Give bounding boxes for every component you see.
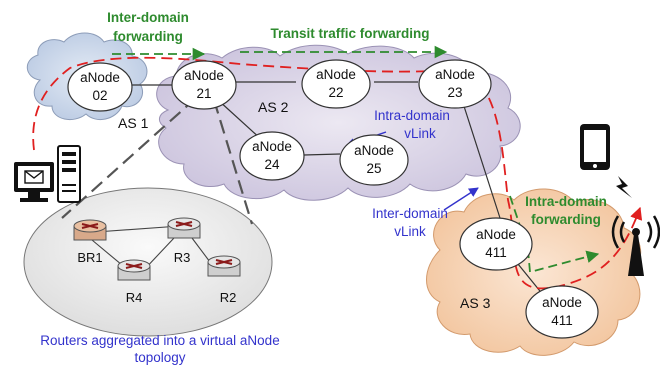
router-r4-label: R4 [126, 290, 143, 305]
computer-icon [14, 145, 81, 203]
router-icon [73, 219, 107, 241]
router-r3-label: R3 [174, 250, 191, 265]
anode-21-line1: aNode [184, 68, 224, 83]
smartphone-icon [580, 124, 610, 170]
router-r4[interactable]: R4 [117, 259, 151, 305]
anode-22-line2: 22 [328, 85, 343, 100]
router-r2[interactable]: R2 [207, 255, 241, 305]
anode-411-upper[interactable]: aNode 411 [459, 217, 533, 271]
anode-23[interactable]: aNode 23 [418, 59, 492, 109]
as3-label: AS 3 [460, 295, 491, 311]
anode-25-line1: aNode [354, 143, 394, 158]
anode-24[interactable]: aNode 24 [239, 131, 305, 181]
anode-02-line2: 02 [92, 88, 107, 103]
caption-line2: topology [134, 350, 185, 365]
zoom-line-right [212, 99, 254, 225]
router-icon [167, 217, 201, 239]
caption-line1: Routers aggregated into a virtual aNode [40, 333, 279, 348]
cell-tower-icon [611, 215, 660, 276]
router-icon [207, 255, 241, 277]
anode-25-line2: 25 [366, 161, 381, 176]
inter-domain-forwarding-label-line2: forwarding [113, 29, 183, 44]
intra-domain-vlink-label-line2: vLink [404, 126, 436, 141]
anode-21[interactable]: aNode 21 [171, 60, 237, 110]
anode-links [132, 81, 545, 297]
as1-label: AS 1 [118, 115, 149, 131]
intra-domain-forwarding-label-line2: forwarding [531, 212, 601, 227]
anode-411-lower-line2: 411 [551, 313, 573, 328]
inter-domain-vlink-arrow [443, 187, 479, 211]
anode-411-lower[interactable]: aNode 411 [525, 285, 599, 339]
router-r3[interactable]: R3 [167, 217, 201, 265]
zoom-line-left [61, 97, 197, 219]
anode-24-line2: 24 [264, 157, 280, 172]
router-r2-label: R2 [220, 290, 237, 305]
anode-23-line2: 23 [447, 85, 462, 100]
intra-domain-forwarding-label-line1: Intra-domain [525, 194, 607, 209]
anode-02-line1: aNode [80, 70, 120, 85]
anode-02[interactable]: aNode 02 [67, 62, 133, 112]
inter-domain-forwarding-label-line1: Inter-domain [107, 10, 189, 25]
router-icon [117, 259, 151, 281]
intra-domain-forwarding-arrow [509, 195, 600, 274]
inter-domain-vlink-label-line2: vLink [394, 224, 426, 239]
anode-411-upper-line1: aNode [476, 227, 516, 242]
as2-label: AS 2 [258, 99, 289, 115]
transit-traffic-forwarding-label: Transit traffic forwarding [270, 26, 429, 41]
lightning-icon [616, 176, 632, 198]
inter-domain-vlink-label-line1: Inter-domain [372, 206, 448, 221]
anode-22-line1: aNode [316, 67, 356, 82]
intra-domain-vlink-label-line1: Intra-domain [374, 108, 450, 123]
router-br1-label: BR1 [77, 250, 102, 265]
anode-21-line2: 21 [196, 86, 211, 101]
anode-24-line1: aNode [252, 139, 292, 154]
anode-25[interactable]: aNode 25 [339, 134, 409, 186]
anode-411-upper-line2: 411 [485, 245, 507, 260]
router-br1[interactable]: BR1 [73, 219, 107, 265]
anode-22[interactable]: aNode 22 [301, 59, 371, 109]
anode-23-line1: aNode [435, 67, 475, 82]
anode-411-lower-line1: aNode [542, 295, 582, 310]
